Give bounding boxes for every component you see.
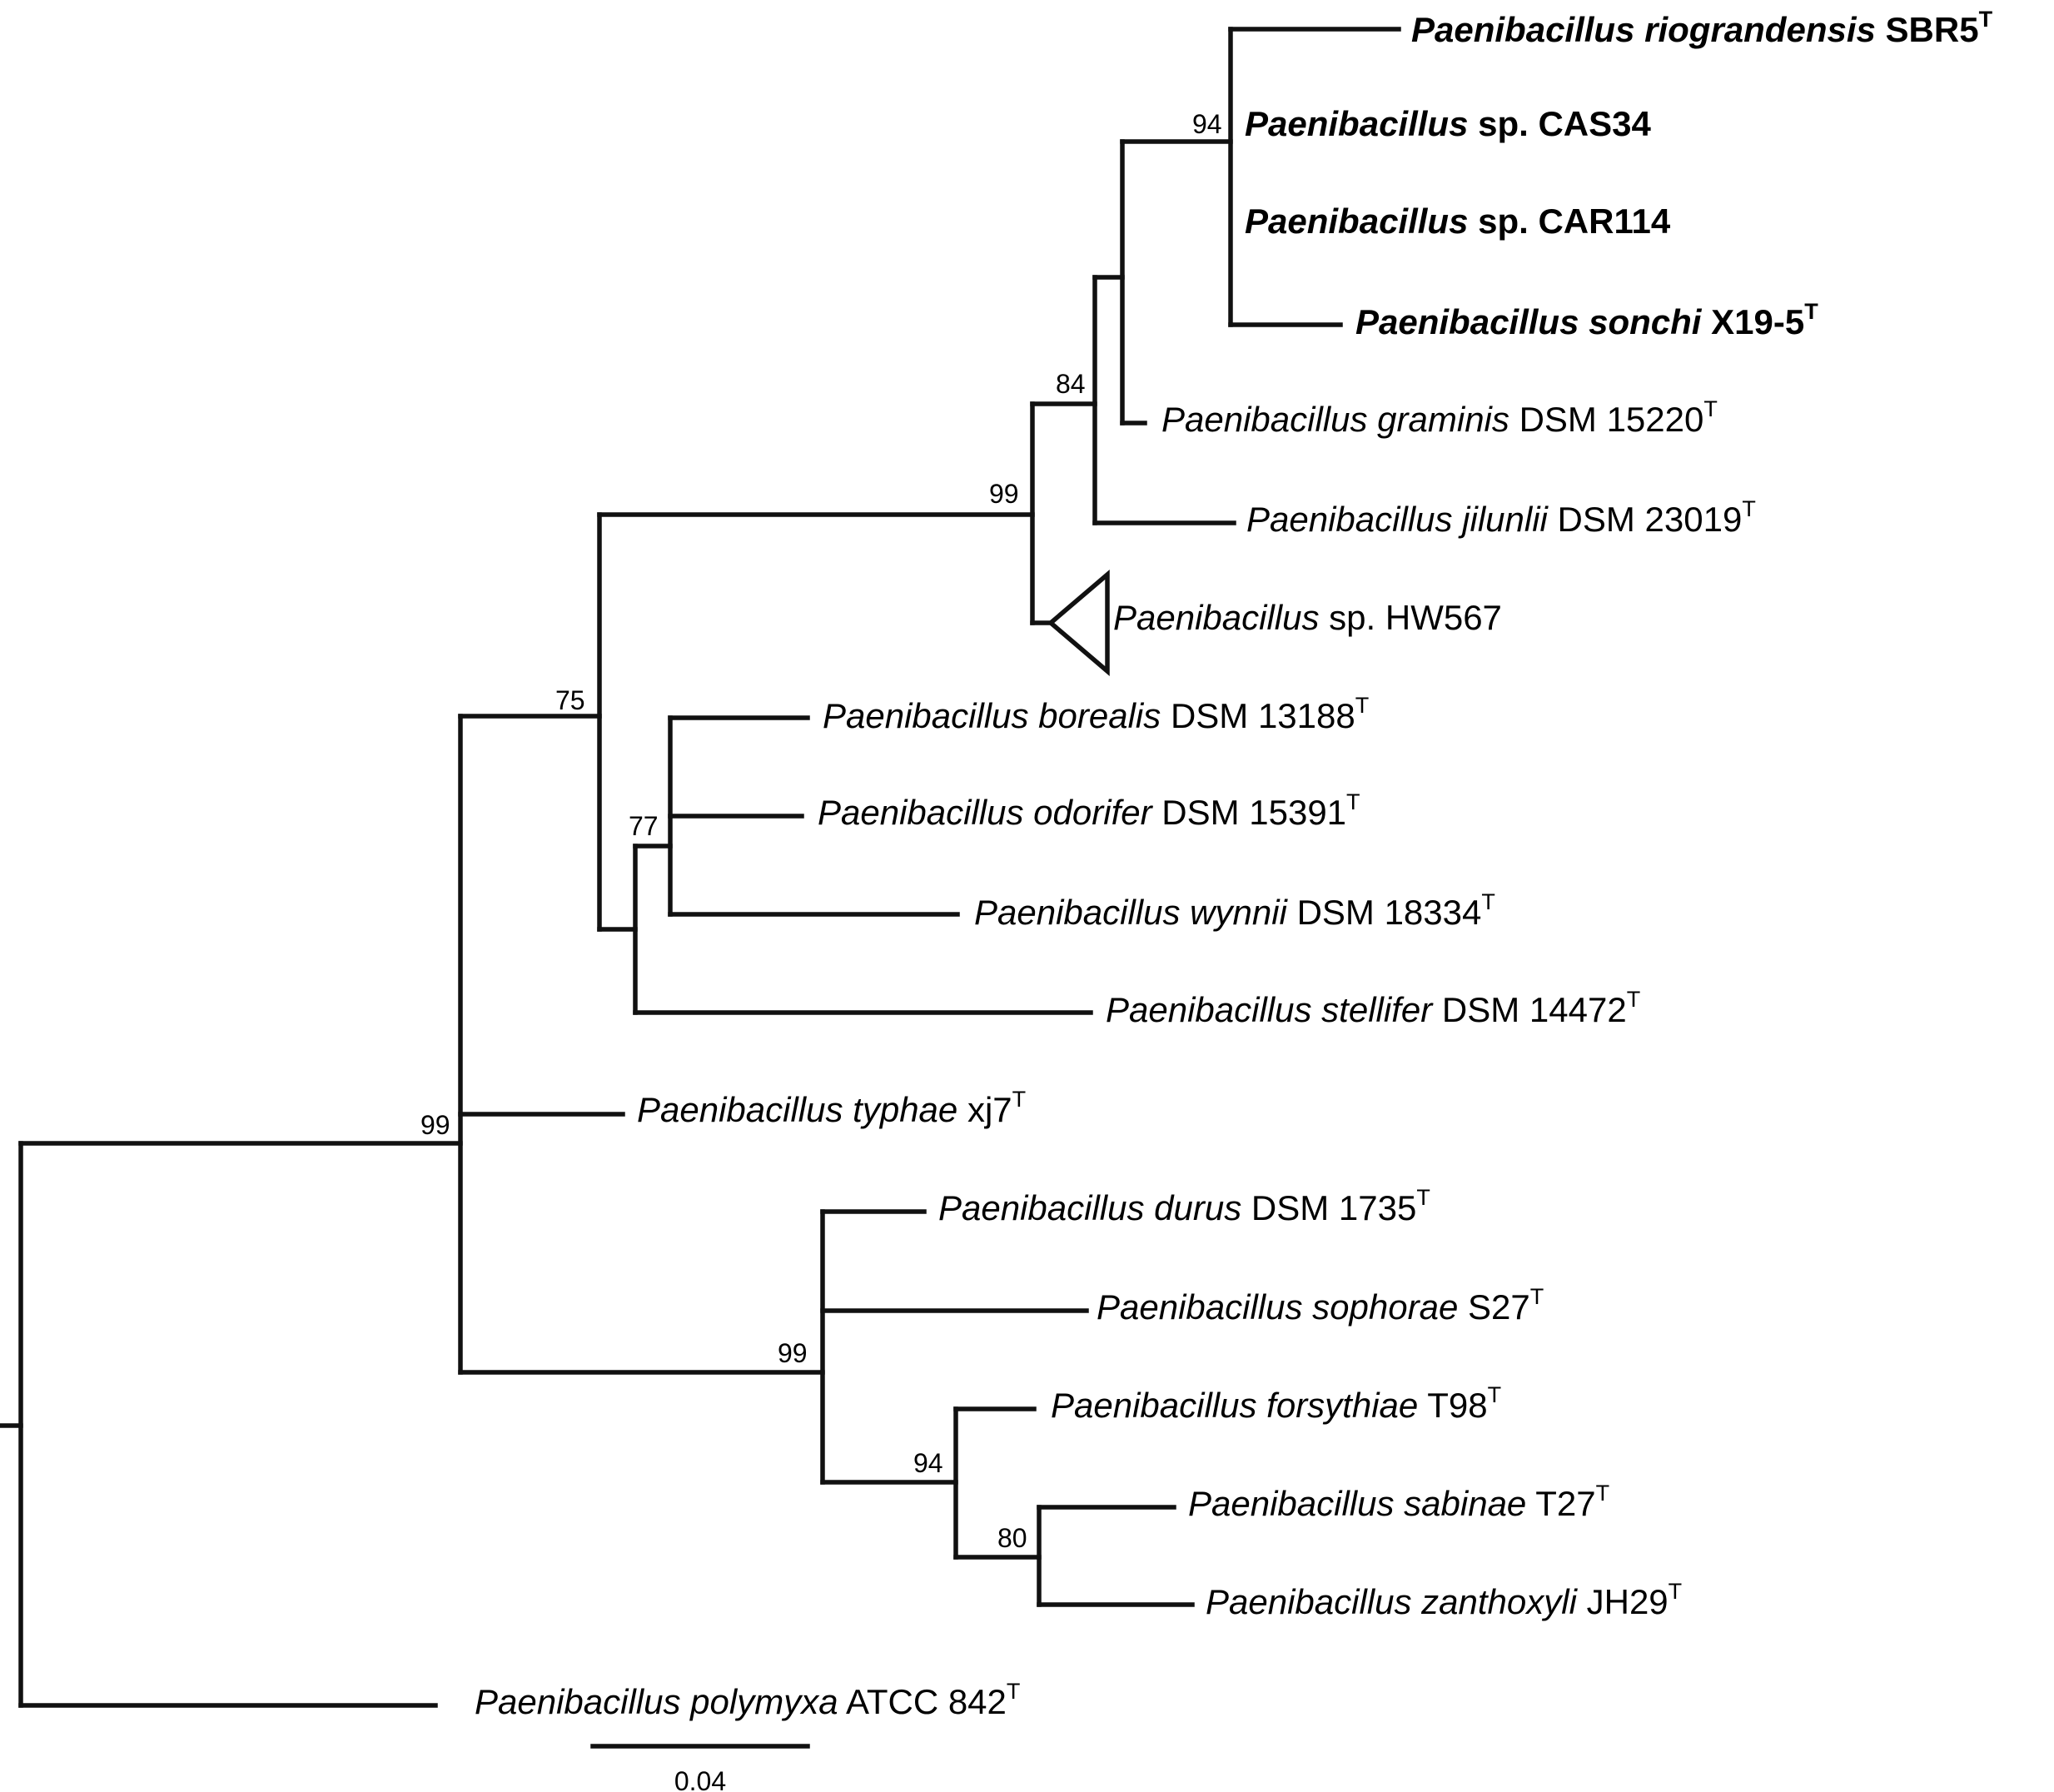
- collapsed-clade-hw567: [1047, 570, 1110, 676]
- leaf-jilunlii: Paenibacillus jilunlii DSM 23019T: [1246, 496, 1756, 539]
- leaf-labels: Paenibacillus riograndensis SBR5T Paenib…: [475, 7, 1993, 1721]
- bootstrap-ingroup: 99: [420, 1110, 450, 1140]
- bootstrap-borealis-clade: 77: [629, 811, 659, 841]
- leaf-graminis: Paenibacillus graminis DSM 15220T: [1161, 396, 1718, 439]
- leaf-riograndensis: Paenibacillus riograndensis SBR5T: [1411, 7, 1993, 49]
- bootstrap-forsythiae-clade: 94: [913, 1448, 943, 1478]
- scale-bar-label: 0.04: [674, 1766, 726, 1792]
- bootstrap-sonchi-clade: 94: [1192, 109, 1222, 139]
- leaf-forsythiae: Paenibacillus forsythiae T98T: [1051, 1382, 1501, 1425]
- leaf-sonchi: Paenibacillus sonchi X19-5T: [1355, 299, 1818, 341]
- bootstrap-durus-clade: 99: [778, 1338, 808, 1368]
- bootstrap-jilunlii-clade: 99: [989, 479, 1019, 509]
- leaf-sophorae: Paenibacillus sophorae S27T: [1097, 1284, 1544, 1327]
- leaf-polymyxa: Paenibacillus polymyxa ATCC 842T: [475, 1679, 1020, 1721]
- leaf-borealis: Paenibacillus borealis DSM 13188T: [823, 693, 1369, 735]
- leaf-wynnii: Paenibacillus wynnii DSM 18334T: [974, 889, 1495, 932]
- leaf-car114: Paenibacillus sp. CAR114: [1245, 202, 1671, 241]
- leaf-cas34: Paenibacillus sp. CAS34: [1245, 104, 1652, 143]
- bootstrap-sabinae-clade: 80: [997, 1523, 1027, 1553]
- leaf-odorifer: Paenibacillus odorifer DSM 15391T: [818, 789, 1360, 832]
- leaf-typhae: Paenibacillus typhae xj7T: [637, 1087, 1026, 1129]
- tree-branches: [0, 27, 1401, 1708]
- bootstrap-main-upper-clade: 75: [555, 685, 585, 715]
- bootstrap-graminis-clade: 84: [1056, 369, 1086, 399]
- scale-bar: 0.04: [590, 1744, 810, 1792]
- bootstrap-values: 94 84 99 75 77 99 99 94 80: [420, 109, 1222, 1553]
- leaf-zanthoxyli: Paenibacillus zanthoxyli JH29T: [1206, 1579, 1682, 1621]
- leaf-stellifer: Paenibacillus stellifer DSM 14472T: [1106, 987, 1640, 1029]
- leaf-sabinae: Paenibacillus sabinae T27T: [1188, 1481, 1609, 1523]
- leaf-durus: Paenibacillus durus DSM 1735T: [938, 1185, 1430, 1227]
- leaf-hw567: Paenibacillus sp. HW567: [1113, 598, 1502, 637]
